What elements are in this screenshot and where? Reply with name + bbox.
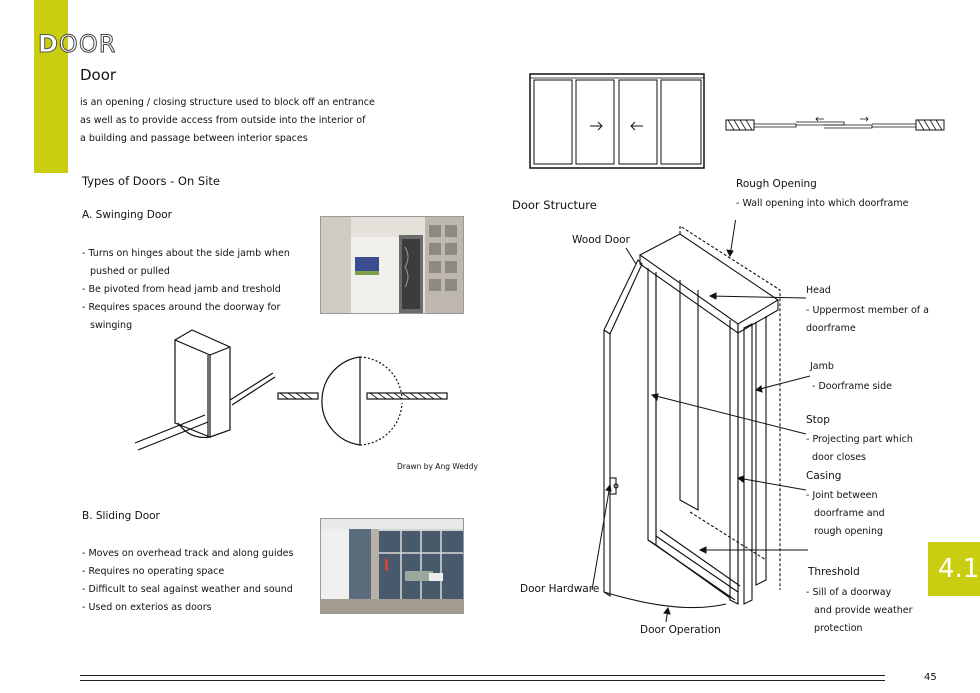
sliding-door-plan [725, 116, 945, 131]
sliding-door-elevation [529, 73, 705, 169]
sliding-bullets: - Moves on overhead track and along guid… [82, 548, 294, 613]
footer-rule-bottom [80, 680, 885, 681]
definition-text: is an opening / closing structure used t… [80, 97, 375, 144]
desc-jamb: - Doorframe side [812, 381, 892, 392]
sliding-heading: B. Sliding Door [82, 510, 160, 522]
label-stop: Stop [806, 414, 830, 426]
swinging-heading: A. Swinging Door [82, 209, 172, 221]
label-rough-opening: Rough Opening [736, 178, 817, 190]
section-heading: Door [80, 66, 117, 84]
door-structure-drawing [591, 220, 811, 623]
label-threshold: Threshold [808, 566, 860, 578]
swinging-bullets: - Turns on hinges about the side jamb wh… [82, 248, 290, 331]
page-number: 45 [924, 672, 937, 683]
sliding-door-photo [320, 518, 464, 614]
label-head: Head [806, 285, 831, 296]
swinging-door-photo [320, 216, 464, 314]
footer-rule-top [80, 675, 885, 676]
structure-heading: Door Structure [512, 198, 597, 212]
desc-casing: - Joint between doorframe and rough open… [806, 490, 885, 537]
section-badge: 4.1 [928, 542, 980, 596]
page-title: DOOR [38, 30, 117, 59]
drawing-credit: Drawn by Ang Weddy [397, 462, 478, 471]
swinging-door-drawing [134, 329, 448, 451]
types-heading: Types of Doors - On Site [82, 174, 220, 188]
label-wood-door: Wood Door [572, 234, 630, 246]
accent-bar [34, 0, 68, 173]
desc-rough-opening: - Wall opening into which doorframe [736, 198, 909, 209]
label-jamb: Jamb [810, 361, 834, 372]
label-casing: Casing [806, 470, 842, 482]
desc-stop: - Projecting part which door closes [806, 434, 913, 463]
label-door-operation: Door Operation [640, 624, 721, 636]
desc-head: - Uppermost member of a doorframe [806, 305, 929, 334]
desc-threshold: - Sill of a doorway and provide weather … [806, 587, 913, 634]
label-door-hardware: Door Hardware [520, 583, 600, 595]
